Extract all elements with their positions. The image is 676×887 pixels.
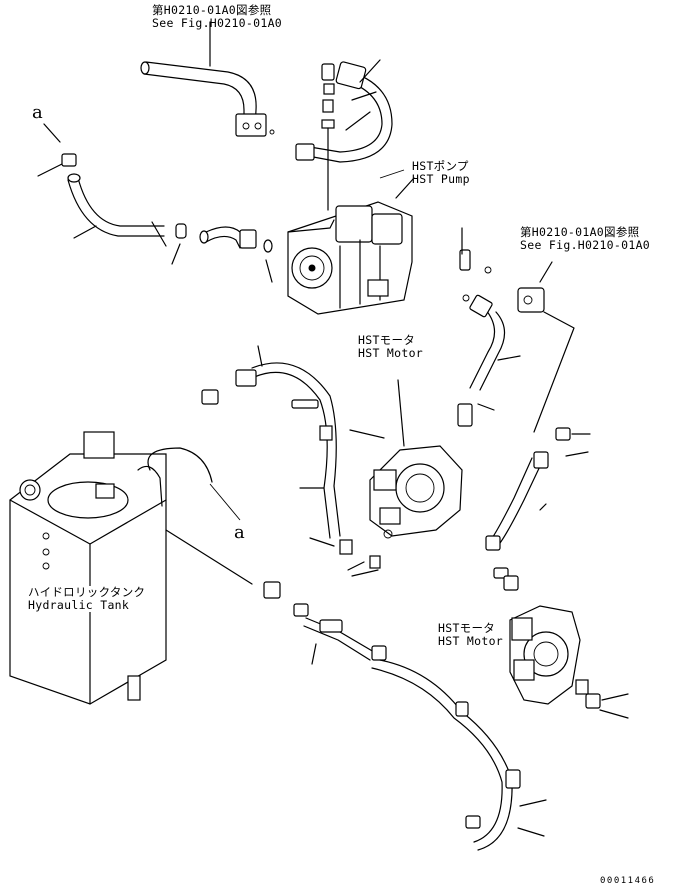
- hst-pump-en: HST Pump: [412, 172, 470, 186]
- hydraulic-tank-jp: ハイドロリックタンク: [28, 585, 146, 599]
- hose-right-upper: [457, 227, 521, 427]
- ref-right-en: See Fig.H0210-01A0: [520, 238, 651, 252]
- hose-right-lower: [485, 427, 591, 591]
- hst-pump: [287, 177, 415, 315]
- leader-pump: [379, 169, 405, 179]
- hst-motor-1: [349, 379, 463, 539]
- hydraulic-tank-en: Hydraulic Tank: [28, 598, 130, 612]
- callout-a-top: a: [32, 102, 43, 123]
- hose-top-loop: [295, 59, 393, 163]
- fitting-stack-top: [321, 63, 377, 211]
- hst-motor-2-label: HSTモータ HST Motor: [438, 622, 503, 648]
- hydraulic-tank: [9, 431, 213, 705]
- hst-pump-jp: HSTポンプ: [412, 159, 469, 173]
- hst-motor-1-en: HST Motor: [358, 346, 424, 360]
- hst-motor-1-jp: HSTモータ: [358, 333, 416, 347]
- valve-right: [517, 261, 575, 433]
- tank-outlet-line: [165, 529, 387, 665]
- hydraulic-tank-label: ハイドロリックタンク Hydraulic Tank: [28, 585, 146, 612]
- pipe-left-a: [37, 123, 167, 247]
- callout-a-mid: a: [234, 522, 245, 543]
- hst-pump-label: HSTポンプ HST Pump: [412, 160, 470, 186]
- pump-inlet-hoses: [171, 223, 273, 283]
- leader-a-mid: [209, 483, 241, 521]
- hst-motor-2: [509, 605, 629, 719]
- ref-label-top: 第H0210-01A0図参照 See Fig.H0210-01A0: [152, 4, 282, 30]
- ref-label-right: 第H0210-01A0図参照 See Fig.H0210-01A0: [520, 226, 650, 252]
- hose-motor1-loop: [201, 345, 381, 577]
- hst-motor-1-label: HSTモータ HST Motor: [358, 334, 423, 360]
- drawing-number: 00011466: [600, 876, 656, 886]
- hose-bottom: [371, 659, 547, 851]
- ref-top-en: See Fig.H0210-01A0: [152, 16, 283, 30]
- ref-right-jp: 第H0210-01A0図参照: [520, 225, 640, 239]
- hst-motor-2-en: HST Motor: [438, 634, 504, 648]
- hst-motor-2-jp: HSTモータ: [438, 621, 496, 635]
- suction-pipe-top: [140, 21, 275, 137]
- ref-top-jp: 第H0210-01A0図参照: [152, 3, 272, 17]
